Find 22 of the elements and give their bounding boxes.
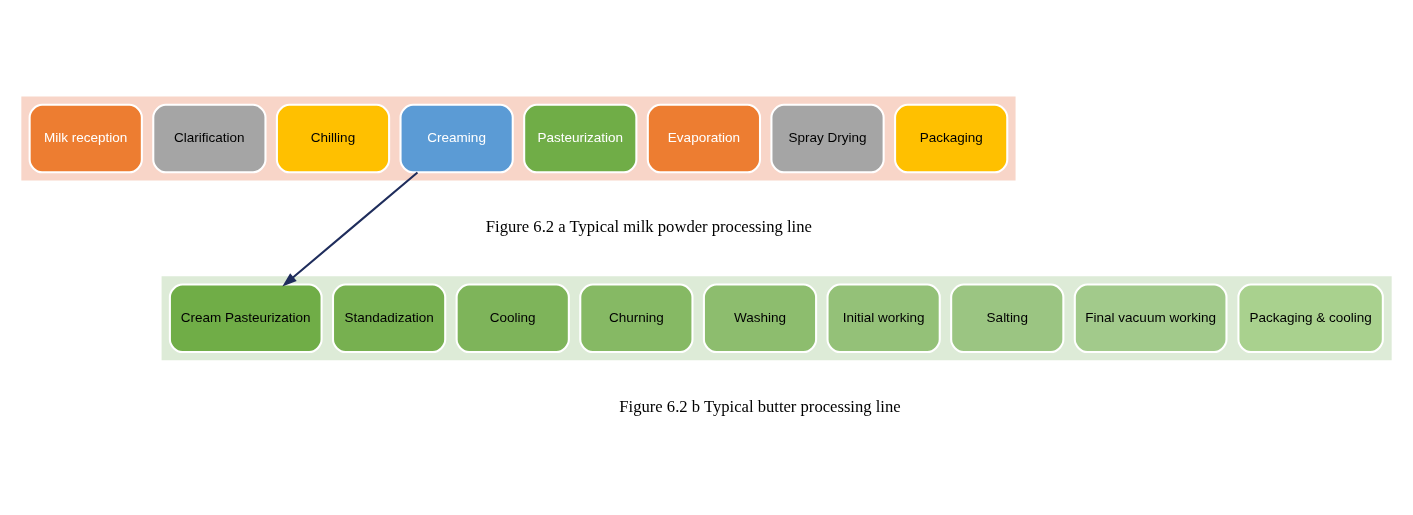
node-box: Evaporation: [646, 103, 762, 174]
node-box: Cooling: [455, 283, 570, 354]
label: Figure 6.2 b Typical butter processing line: [619, 397, 901, 417]
node-box: Chilling: [275, 103, 391, 174]
node-box: Milk reception: [28, 103, 143, 174]
node-box: Clarification: [152, 103, 267, 174]
node-box: Creaming: [399, 103, 514, 174]
node-box: Washing: [702, 283, 818, 354]
label: Figure 6.2 a Typical milk powder processing line: [485, 217, 812, 237]
node-box: Cream Pasteurization: [168, 283, 323, 354]
node-box: Packaging: [894, 103, 1009, 174]
node-box: Churning: [579, 283, 694, 354]
node-box: Salting: [950, 283, 1065, 354]
cluster: [161, 276, 1392, 361]
node-box: Standadization: [331, 283, 447, 354]
node-box: Initial working: [826, 283, 941, 354]
node-box: Packaging & cooling: [1237, 283, 1384, 354]
arrow: [282, 171, 419, 287]
cluster: [21, 96, 1016, 181]
node-box: Final vacuum working: [1073, 283, 1228, 354]
node-box: Pasteurization: [523, 103, 638, 174]
node-box: Spray Drying: [770, 103, 885, 174]
